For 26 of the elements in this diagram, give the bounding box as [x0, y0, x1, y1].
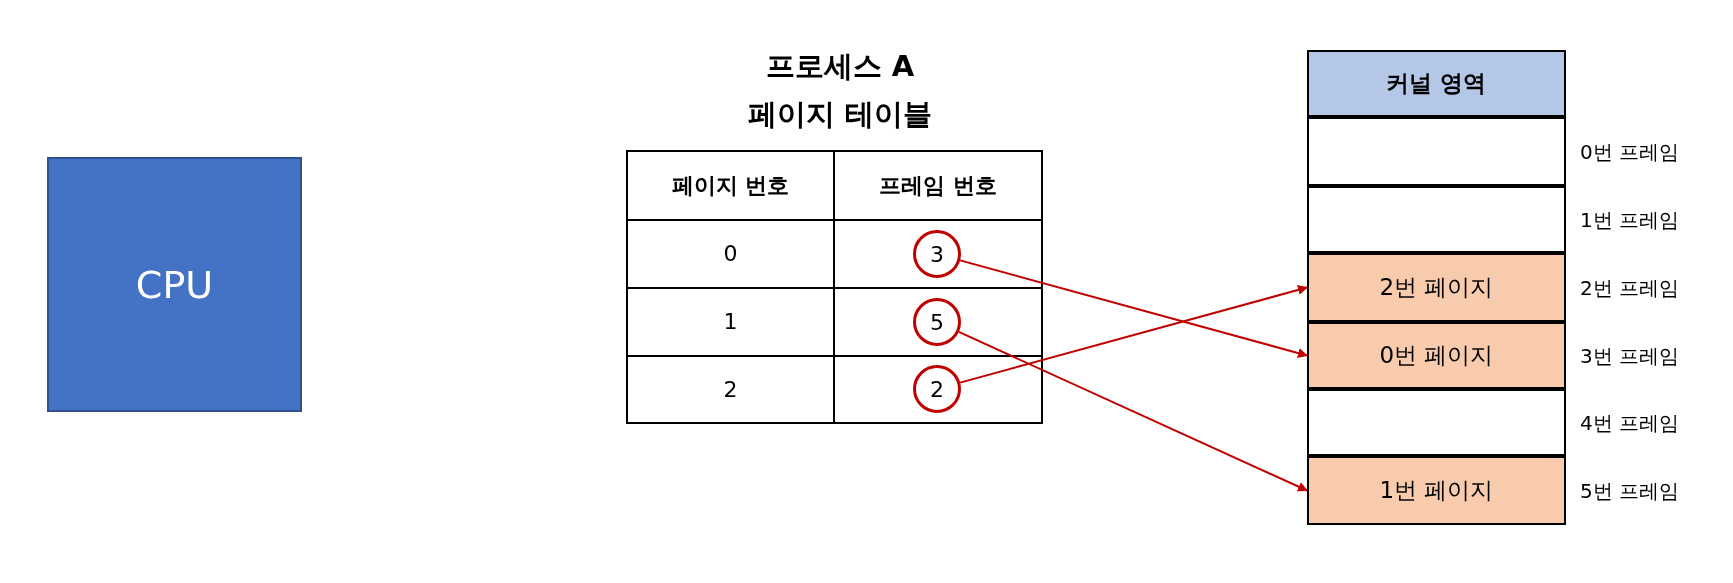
memory-frame: 0번 페이지: [1307, 322, 1566, 389]
memory-frame: [1307, 117, 1566, 186]
memory-frame: [1307, 389, 1566, 456]
arrow: [957, 330, 1308, 492]
memory-frame: 1번 페이지: [1307, 456, 1566, 525]
frame-label: 5번 프레임: [1580, 477, 1680, 505]
memory-frame: [1307, 186, 1566, 253]
page-number: 1: [722, 308, 739, 336]
page-number: 2: [722, 375, 739, 404]
frame-number-circle: 2: [913, 365, 961, 413]
frame-label: 1번 프레임: [1580, 206, 1680, 234]
memory-frame: 2번 페이지: [1307, 253, 1566, 322]
frame-label: 3번 프레임: [1580, 342, 1680, 370]
frame-number-circle: 5: [913, 298, 961, 346]
arrow: [959, 259, 1308, 358]
page-number: 0: [722, 240, 739, 268]
frame-label: 4번 프레임: [1580, 409, 1680, 437]
frame-label: 0번 프레임: [1580, 138, 1680, 166]
kernel-area: 커널 영역: [1307, 50, 1566, 117]
table-title: 프로세스 A 페이지 테이블: [746, 48, 934, 133]
frame-number-circle: 3: [913, 230, 961, 278]
cpu-box: CPU: [47, 157, 302, 412]
arrow: [959, 285, 1308, 384]
column-header: 페이지 번호: [670, 171, 791, 200]
frame-label: 2번 프레임: [1580, 274, 1680, 302]
column-header: 프레임 번호: [878, 171, 998, 200]
